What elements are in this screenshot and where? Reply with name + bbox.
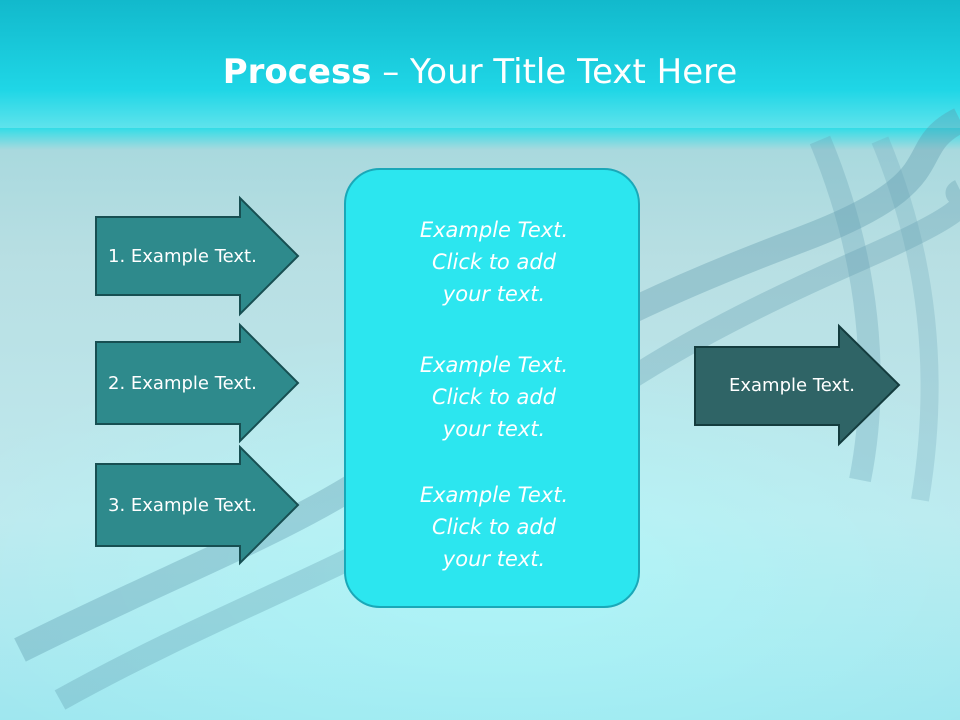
step-label: 3. Example Text.: [108, 494, 257, 516]
paragraph-line: Example Text.: [419, 218, 569, 242]
paragraph-line: Click to add: [431, 385, 556, 409]
paragraph-line: your text.: [442, 282, 546, 306]
paragraph-line: Example Text.: [419, 483, 569, 507]
center-paragraph-3: Example Text. Click to add your text.: [346, 479, 642, 575]
result-arrow[interactable]: Example Text.: [694, 323, 901, 447]
title-bold: Process: [222, 52, 372, 92]
center-text-box[interactable]: Example Text. Click to add your text. Ex…: [344, 168, 640, 608]
step-label: 2. Example Text.: [108, 372, 257, 394]
slide-title: Process – Your Title Text Here: [0, 52, 960, 92]
paragraph-line: Example Text.: [419, 353, 569, 377]
arrow-shape-icon: [95, 444, 300, 566]
title-rest: – Your Title Text Here: [371, 52, 738, 92]
arrow-shape-icon: [694, 323, 901, 447]
paragraph-line: your text.: [442, 547, 546, 571]
paragraph-line: Click to add: [431, 515, 556, 539]
step-label: 1. Example Text.: [108, 245, 257, 267]
process-step-arrow-3[interactable]: 3. Example Text.: [95, 444, 300, 566]
result-label: Example Text.: [729, 374, 855, 396]
arrow-shape-icon: [95, 195, 300, 317]
paragraph-line: your text.: [442, 417, 546, 441]
process-step-arrow-2[interactable]: 2. Example Text.: [95, 322, 300, 444]
title-band: [0, 0, 960, 128]
arrow-shape-icon: [95, 322, 300, 444]
process-step-arrow-1[interactable]: 1. Example Text.: [95, 195, 300, 317]
paragraph-line: Click to add: [431, 250, 556, 274]
center-paragraph-1: Example Text. Click to add your text.: [346, 214, 642, 310]
center-paragraph-2: Example Text. Click to add your text.: [346, 349, 642, 445]
